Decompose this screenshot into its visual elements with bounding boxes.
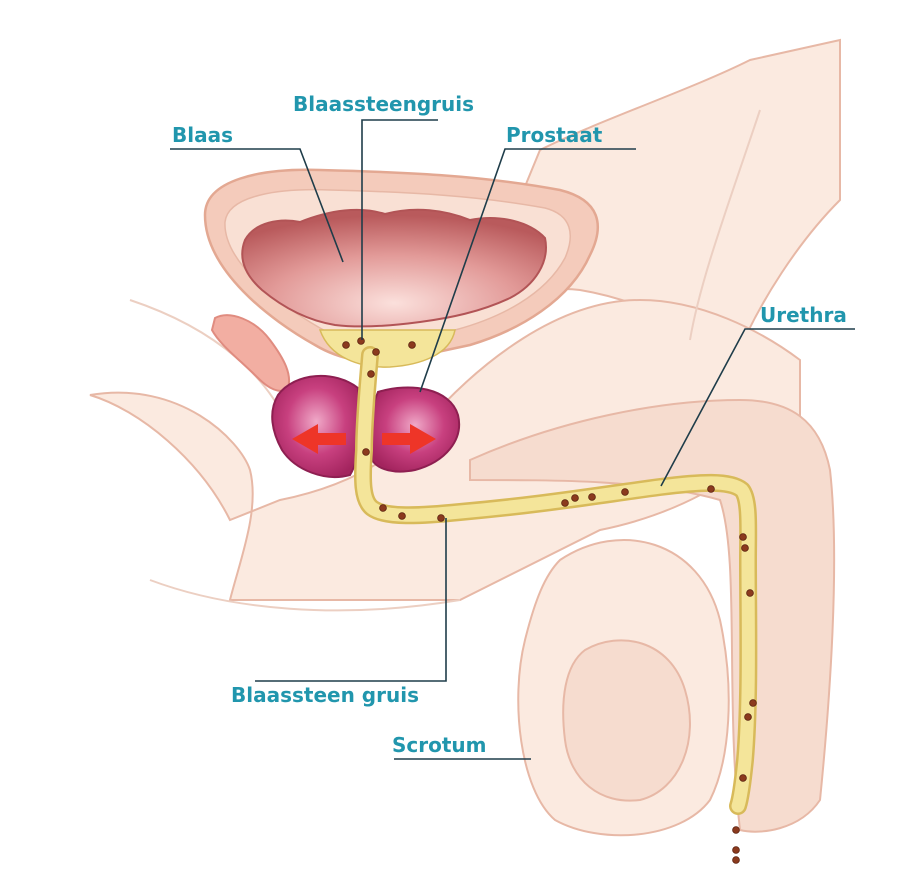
stone [739,533,747,541]
stone [739,774,747,782]
label-blaassteengruis: Blaassteengruis [293,92,474,116]
arrow-left-icon [292,424,346,454]
stone [437,514,445,522]
label-prostaat: Prostaat [506,123,603,147]
leader-lines [170,119,855,760]
stone [571,494,579,502]
stone [379,504,387,512]
scrotum-shape [517,539,730,837]
prostate [271,375,461,479]
urethra-channel [354,346,758,815]
stone [357,337,365,345]
stone [372,348,380,356]
stone [744,713,752,721]
stone [749,699,757,707]
label-scrotum: Scrotum [392,733,487,757]
seminal-vesicle [210,314,290,392]
label-blaas: Blaas [172,123,233,147]
leader-prostaat [419,148,636,393]
stone [746,589,754,597]
stone [707,485,715,493]
stone [621,488,629,496]
arrow-right-icon [382,424,436,454]
stone [367,370,375,378]
stone [398,512,406,520]
stone [732,826,740,834]
stone [362,448,370,456]
bladder [203,168,599,368]
stone [588,493,596,501]
stone [741,544,749,552]
labels: Blaas Blaassteengruis Prostaat Urethra B… [172,92,847,757]
leader-blaassteen-gruis [255,518,447,682]
stone [732,846,740,854]
prostate-expansion-arrows [292,424,436,454]
label-blaassteen-gruis: Blaassteen gruis [231,683,419,707]
label-urethra: Urethra [760,303,847,327]
leader-blaas [170,148,344,263]
leader-urethra [660,328,855,487]
bladder-stones [342,337,757,864]
stone [408,341,416,349]
leader-blaassteengruis [361,119,438,340]
stone [342,341,350,349]
stone [732,856,740,864]
stone [561,499,569,507]
